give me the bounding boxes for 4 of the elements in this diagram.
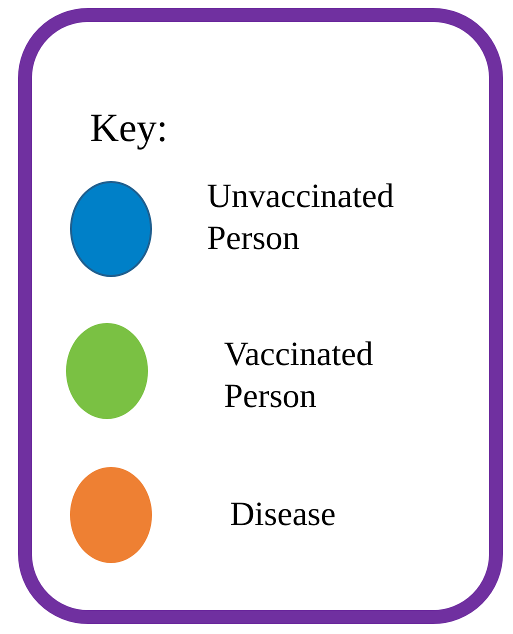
- legend-label: Unvaccinated Person: [207, 177, 395, 259]
- legend-label: Vaccinated Person: [224, 335, 374, 417]
- legend-label: Disease: [230, 495, 337, 535]
- title: Key:: [90, 104, 168, 151]
